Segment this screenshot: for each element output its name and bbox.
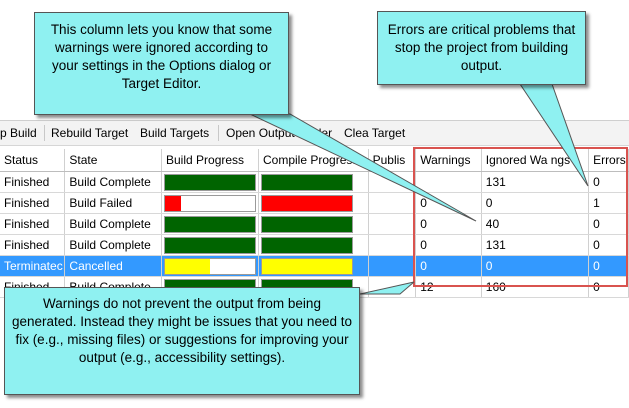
errors-cell: 0 [588, 213, 629, 235]
stop-build-button[interactable]: p Build [0, 126, 37, 140]
status-cell: Finished [0, 213, 66, 235]
warnings-cell: 0 [415, 213, 482, 235]
errors-cell: 0 [588, 276, 629, 298]
build-progress-bar-fill [165, 195, 182, 211]
compile-progress-bar [261, 236, 353, 254]
errors-cell: 1 [588, 192, 629, 214]
column-header-state[interactable]: State [64, 149, 162, 172]
build-progress-bar-cell [161, 234, 259, 256]
ignored-warnings-cell: 0 [481, 255, 590, 277]
errors-cell: 0 [588, 171, 629, 193]
publish-cell [368, 192, 417, 214]
warnings-cell: 0 [415, 192, 482, 214]
column-header-build-progress[interactable]: Build Progress [161, 149, 259, 172]
warnings-cell: 0 [415, 255, 482, 277]
ignored-warnings-callout: This column lets you know that some warn… [34, 12, 289, 115]
compile-progress-bar-fill [262, 237, 352, 253]
errors-cell: 0 [588, 255, 629, 277]
column-header-ignored-warnings[interactable]: Ignored Wa ngs [481, 149, 590, 172]
build-progress-bar-fill [165, 258, 210, 274]
column-header-status[interactable]: Status [0, 149, 66, 172]
warnings-cell: 0 [415, 234, 482, 256]
toolbar-separator [218, 125, 219, 141]
build-progress-bar-cell [161, 255, 259, 277]
compile-progress-bar [261, 194, 353, 212]
build-progress-window: p Build Rebuild Target Build Targets Ope… [0, 120, 629, 298]
column-header-warnings[interactable]: Warnings [415, 149, 482, 172]
warnings-cell: 12 [415, 276, 482, 298]
status-cell: Terminatec [0, 255, 66, 277]
warnings-callout: Warnings do not prevent the output from … [4, 287, 360, 395]
column-header-publish[interactable]: Publis [368, 149, 417, 172]
compile-progress-bar-cell [258, 213, 369, 235]
compile-progress-bar [261, 257, 353, 275]
warnings-callout-text: Warnings do not prevent the output from … [12, 296, 352, 365]
compile-progress-bar [261, 173, 353, 191]
ignored-warnings-callout-text: This column lets you know that some warn… [50, 22, 273, 91]
state-cell: Build Failed [64, 192, 162, 214]
compile-progress-bar-fill [262, 174, 352, 190]
build-progress-bar-fill [165, 237, 255, 253]
open-output-folder-button[interactable]: Open Output Folder [226, 126, 333, 140]
build-progress-bar-cell [161, 213, 259, 235]
ignored-warnings-cell: 160 [481, 276, 590, 298]
compile-progress-bar [261, 215, 353, 233]
compile-progress-bar-fill [262, 195, 352, 211]
compile-progress-bar-cell [258, 255, 369, 277]
build-progress-bar [164, 194, 256, 212]
ignored-warnings-cell: 131 [481, 171, 590, 193]
errors-callout: Errors are critical problems that stop t… [377, 11, 586, 85]
state-cell: Cancelled [64, 255, 162, 277]
build-targets-button[interactable]: Build Targets [140, 126, 210, 140]
build-progress-bar [164, 257, 256, 275]
warnings-cell [415, 171, 482, 193]
status-cell: Finished [0, 192, 66, 214]
state-cell: Build Complete [64, 213, 162, 235]
build-progress-bar [164, 173, 256, 191]
state-cell: Build Complete [64, 234, 162, 256]
build-progress-bar [164, 215, 256, 233]
status-cell: Finished [0, 234, 66, 256]
column-header-errors[interactable]: Errors [588, 149, 629, 172]
publish-cell [368, 234, 417, 256]
compile-progress-bar-cell [258, 192, 369, 214]
build-progress-bar-fill [165, 174, 255, 190]
publish-cell [368, 213, 417, 235]
compile-progress-bar-cell [258, 171, 369, 193]
state-cell: Build Complete [64, 171, 162, 193]
table-header-row: Status State Build Progress Compile Prog… [0, 149, 629, 172]
publish-cell [368, 255, 417, 277]
build-progress-bar-cell [161, 192, 259, 214]
build-progress-bar-cell [161, 171, 259, 193]
ignored-warnings-cell: 131 [481, 234, 590, 256]
publish-cell [368, 276, 417, 298]
compile-progress-bar-fill [262, 258, 352, 274]
build-progress-bar-fill [165, 216, 255, 232]
build-progress-bar [164, 236, 256, 254]
clear-target-button[interactable]: Clea Target [344, 126, 406, 140]
toolbar-separator [44, 125, 45, 141]
build-results-table: Status State Build Progress Compile Prog… [0, 149, 629, 298]
publish-cell [368, 171, 417, 193]
toolbar: p Build Rebuild Target Build Targets Ope… [0, 121, 629, 146]
errors-callout-text: Errors are critical problems that stop t… [387, 22, 576, 73]
ignored-warnings-cell: 0 [481, 192, 590, 214]
errors-cell: 0 [588, 234, 629, 256]
compile-progress-bar-cell [258, 234, 369, 256]
ignored-warnings-cell: 40 [481, 213, 590, 235]
compile-progress-bar-fill [262, 216, 352, 232]
column-header-compile-progress[interactable]: Compile Progress [258, 149, 369, 172]
status-cell: Finished [0, 171, 66, 193]
rebuild-target-button[interactable]: Rebuild Target [51, 126, 129, 140]
